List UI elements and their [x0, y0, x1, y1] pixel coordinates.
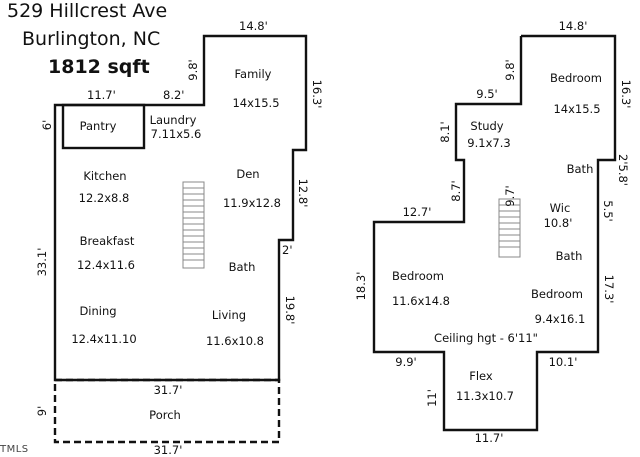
city: Burlington, NC: [22, 28, 161, 50]
room-family-size: 14x15.5: [232, 96, 279, 110]
room-kitchen-size: 12.2x8.8: [79, 191, 130, 205]
dim-ff-porch-left: 9': [35, 406, 49, 416]
dim-sf-left: 18.3': [354, 272, 368, 301]
room-family-name: Family: [234, 67, 271, 81]
room-den-name: Den: [236, 167, 259, 181]
dim-sf-bath-right: 2'5.8': [616, 154, 630, 186]
second-floor-rooms: Bedroom 14x15.5 Study 9.1x7.3 Bath Wic 1…: [392, 71, 602, 403]
dim-sf-wic-left: 9.7': [503, 185, 517, 206]
room-bedroom3-size: 9.4x16.1: [535, 312, 586, 326]
ceiling-height: Ceiling hgt - 6'11": [434, 331, 538, 345]
room-wic-size: 10.8': [544, 216, 573, 230]
address: 529 Hillcrest Ave: [7, 0, 168, 22]
dim-ff-pantry-left: 6': [40, 120, 54, 130]
room-bath-name: Bath: [229, 260, 256, 274]
dim-sf-right-upper: 16.3': [619, 80, 633, 109]
mls-watermark: TMLS: [0, 444, 29, 455]
dim-sf-top: 14.8': [559, 19, 588, 33]
first-floor-stairs: [182, 181, 205, 269]
dim-ff-porch-bottom: 31.7': [154, 443, 183, 457]
first-floor-walls: [53, 34, 308, 382]
dim-ff-family-left: 9.8': [186, 59, 200, 80]
dim-ff-step: 2': [282, 243, 292, 257]
dim-sf-flex-left: 11': [425, 389, 439, 407]
room-flex-size: 11.3x10.7: [456, 389, 514, 403]
dim-sf-bedroom2-top: 12.7': [403, 205, 432, 219]
dim-sf-step-left: 8.7': [449, 180, 463, 201]
dim-sf-wic-right: 5.5': [601, 200, 615, 221]
second-floor-outline: [372, 34, 617, 432]
room-flex-name: Flex: [469, 369, 493, 383]
room-laundry-size: 7.11x5.6: [151, 127, 202, 141]
second-floor-stairs: [498, 198, 521, 258]
room-bath2-name: Bath: [556, 249, 583, 263]
room-dining-name: Dining: [79, 304, 116, 318]
second-floor-dimensions: 14.8' 9.8' 16.3' 9.5' 8.1' 2'5.8' 8.7' 9…: [354, 19, 633, 445]
dim-sf-flex-right-top: 10.1': [549, 355, 578, 369]
room-study-name: Study: [470, 119, 503, 133]
dim-sf-bedroom-left: 9.8': [503, 59, 517, 80]
second-floor-walls: [372, 34, 617, 432]
pantry-wall: [61, 103, 146, 150]
dim-sf-flex-bottom: 11.7': [475, 431, 504, 445]
room-laundry-name: Laundry: [150, 113, 197, 127]
first-floor-rooms: Family 14x15.5 Pantry Laundry 7.11x5.6 K…: [71, 67, 281, 422]
porch-outline: [53, 378, 281, 444]
dim-ff-den-right: 12.8': [296, 179, 310, 208]
dim-sf-study-left: 8.1': [438, 121, 452, 142]
room-bedroom1-size: 14x15.5: [553, 102, 600, 116]
dim-ff-right-upper: 16.3': [310, 80, 324, 109]
first-floor-dimensions: 14.8' 9.8' 16.3' 11.7' 8.2' 6' 12.8' 2' …: [35, 19, 324, 457]
room-bedroom3-name: Bedroom: [531, 287, 583, 301]
dim-ff-bottom: 31.7': [154, 383, 183, 397]
room-kitchen-name: Kitchen: [83, 169, 126, 183]
room-breakfast-size: 12.4x11.6: [77, 258, 135, 272]
dim-ff-top: 14.8': [239, 19, 268, 33]
room-bath1-name: Bath: [567, 162, 594, 176]
dim-ff-left: 33.1': [35, 248, 49, 277]
room-living-name: Living: [212, 308, 246, 322]
room-dining-size: 12.4x11.10: [71, 332, 136, 346]
room-wic-name: Wic: [550, 201, 571, 215]
dim-sf-right-lower: 17.3': [602, 275, 616, 304]
dim-ff-living-right: 19.8': [283, 296, 297, 325]
dim-ff-pantry-top: 11.7': [87, 88, 116, 102]
room-pantry-name: Pantry: [80, 119, 117, 133]
first-floor-outline: [53, 34, 308, 382]
room-bedroom1-name: Bedroom: [550, 71, 602, 85]
room-porch-name: Porch: [149, 408, 181, 422]
room-study-size: 9.1x7.3: [467, 136, 510, 150]
dim-sf-flex-left-top: 9.9': [395, 355, 416, 369]
room-living-size: 11.6x10.8: [206, 334, 264, 348]
dim-ff-laundry-top: 8.2': [163, 88, 184, 102]
room-bedroom2-size: 11.6x14.8: [392, 294, 450, 308]
room-den-size: 11.9x12.8: [223, 196, 281, 210]
square-footage: 1812 sqft: [48, 56, 150, 78]
room-bedroom2-name: Bedroom: [392, 269, 444, 283]
dim-sf-study-top: 9.5': [476, 87, 497, 101]
room-breakfast-name: Breakfast: [80, 234, 135, 248]
